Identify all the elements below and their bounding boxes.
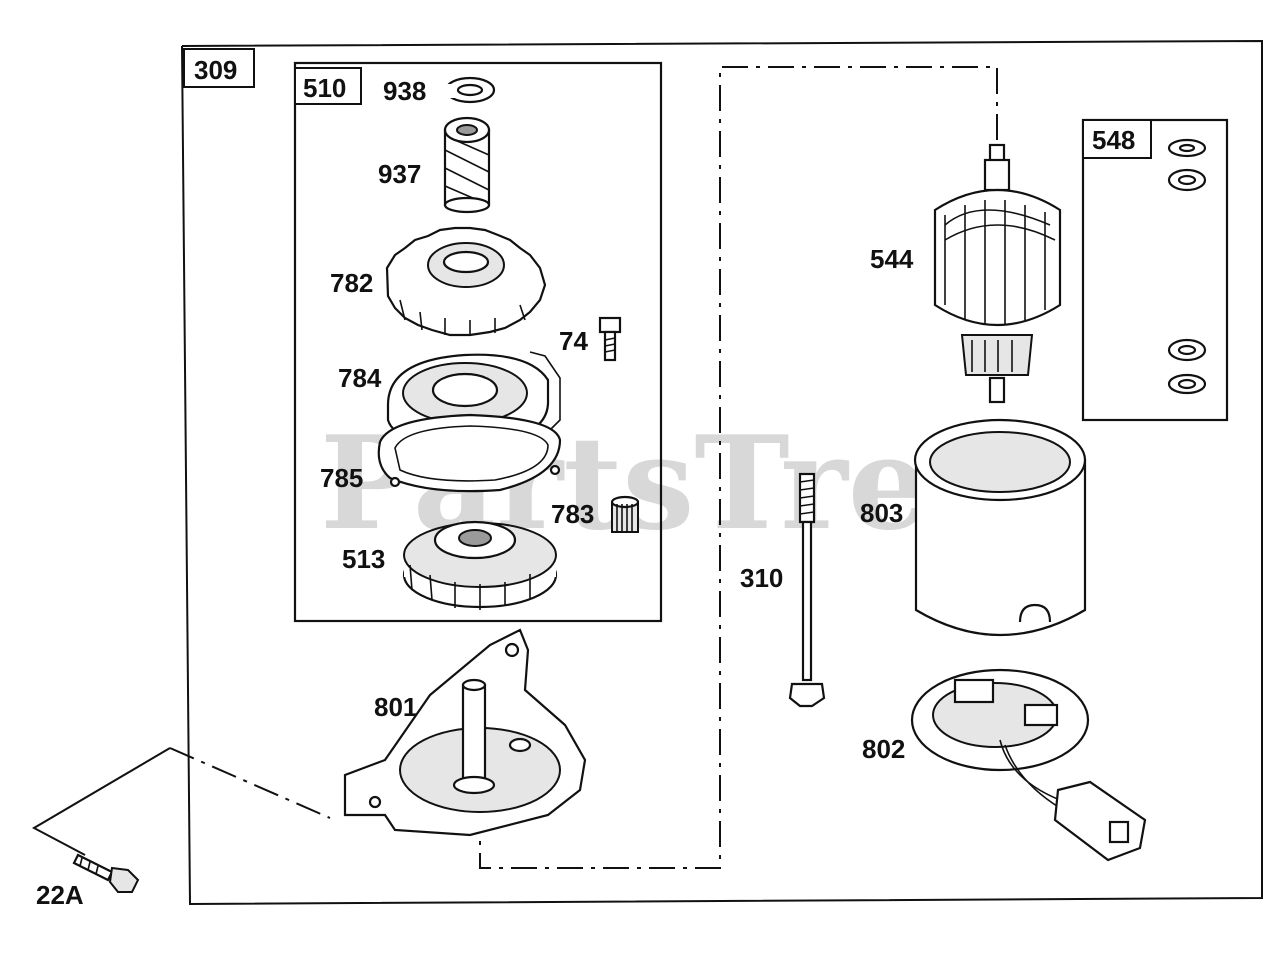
- pinion-783: [610, 495, 640, 533]
- bolt-22a-leader-solid: [31, 747, 171, 856]
- through-bolt-310: [788, 472, 826, 708]
- housing-803: [913, 418, 1087, 637]
- end-cap-801: [343, 628, 587, 837]
- label-22a: 22A: [36, 880, 84, 910]
- brush-plate-802: [910, 668, 1147, 862]
- helical-drive-937: [443, 116, 491, 214]
- bolt-22a-leader: [169, 747, 331, 819]
- label-513: 513: [342, 544, 385, 574]
- label-785: 785: [320, 463, 363, 493]
- kit-frame: [293, 61, 663, 623]
- label-74: 74: [559, 326, 588, 356]
- label-782: 782: [330, 268, 373, 298]
- washers-548: [1167, 138, 1207, 395]
- label-784: 784: [338, 363, 382, 393]
- label-802: 802: [862, 734, 905, 764]
- main-frame-label: 309: [194, 55, 237, 85]
- armature-544: [933, 143, 1062, 404]
- retaining-ring-938: [444, 76, 496, 104]
- label-801: 801: [374, 692, 417, 722]
- ring-gear-513: [402, 520, 558, 610]
- washer-frame-label: 548: [1092, 125, 1135, 155]
- washer-frame-label-box: [1082, 119, 1152, 159]
- washer-frame: [1081, 118, 1229, 422]
- bolt-22a: [72, 853, 140, 893]
- label-937: 937: [378, 159, 421, 189]
- gear-782: [385, 226, 547, 337]
- label-803: 803: [860, 498, 903, 528]
- label-783: 783: [551, 499, 594, 529]
- kit-frame-label: 510: [303, 73, 346, 103]
- label-310: 310: [740, 563, 783, 593]
- label-544: 544: [870, 244, 914, 274]
- assembly-line: [479, 66, 998, 869]
- main-frame: [181, 39, 1263, 906]
- label-938: 938: [383, 76, 426, 106]
- main-frame-label-box: [183, 48, 255, 88]
- screw-74: [598, 316, 622, 362]
- gasket-785: [377, 413, 562, 493]
- kit-frame-label-box: [294, 67, 362, 105]
